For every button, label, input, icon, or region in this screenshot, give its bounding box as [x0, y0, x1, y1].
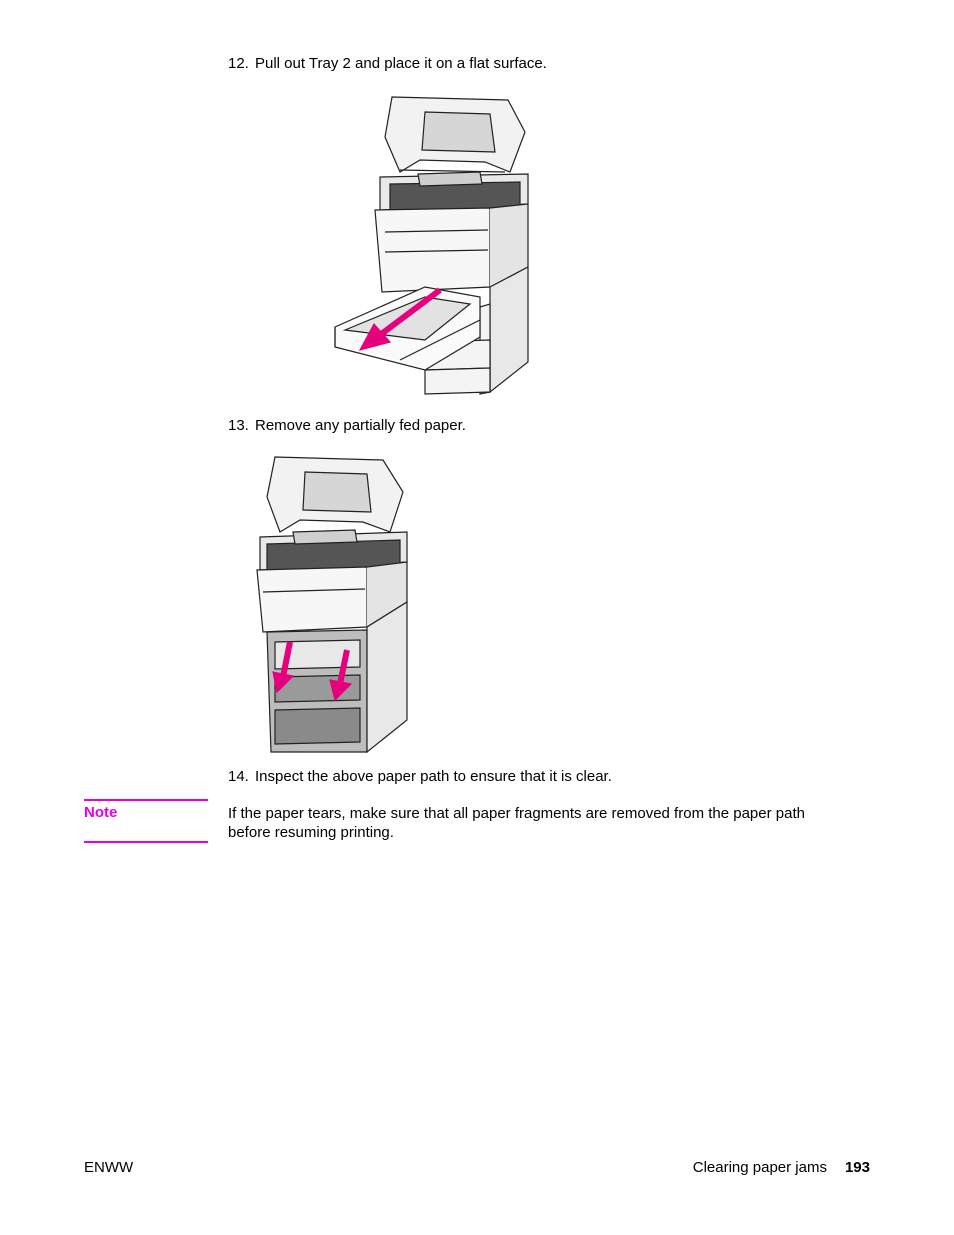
step-text: Inspect the above paper path to ensure t…	[255, 768, 612, 785]
printer-tray-pull-out-illustration	[334, 96, 529, 395]
page-number: 193	[844, 1159, 870, 1176]
note-text: If the paper tears, make sure that all p…	[228, 805, 805, 841]
step-text: Pull out Tray 2 and place it on a flat s…	[255, 55, 547, 72]
footer-section: Clearing paper jams	[692, 1159, 827, 1176]
step-14: 14. Inspect the above paper path to ensur…	[228, 768, 612, 785]
footer-right: Clearing paper jams 193	[693, 1159, 870, 1176]
note-bottom-rule	[84, 841, 208, 843]
printer-paper-path-illustration	[256, 456, 408, 754]
note-label: Note	[84, 804, 118, 821]
step-number: 14.	[228, 768, 249, 785]
note-top-rule	[84, 799, 208, 801]
step-13: 13. Remove any partially fed paper.	[228, 417, 466, 434]
step-12: 12. Pull out Tray 2 and place it on a fla…	[228, 55, 547, 72]
step-number: 13.	[228, 417, 249, 434]
step-text: Remove any partially fed paper.	[255, 417, 466, 434]
step-number: 12.	[228, 55, 249, 72]
footer-left: ENWW	[84, 1159, 134, 1176]
